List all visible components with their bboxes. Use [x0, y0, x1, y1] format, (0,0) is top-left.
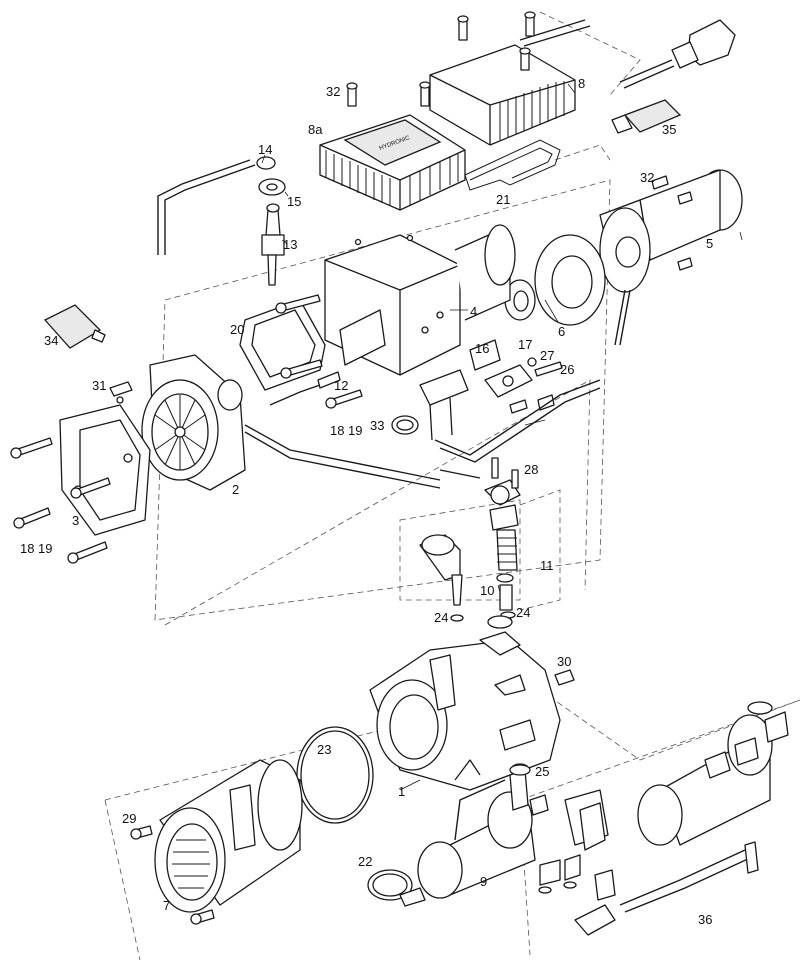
glow-pin — [261, 203, 285, 286]
flange-gasket — [504, 234, 606, 326]
label-18-cover: 18 — [20, 541, 34, 556]
label-13: 13 — [283, 237, 297, 252]
label-8: 8 — [578, 76, 585, 91]
label-26: 26 — [560, 362, 574, 377]
label-29: 29 — [122, 811, 136, 826]
fuel-nozzle — [419, 534, 464, 622]
label-36: 36 — [698, 912, 712, 927]
control-unit-finned: HYDRONIC — [319, 114, 466, 211]
paste-tube-left — [43, 304, 106, 349]
label-7: 7 — [163, 898, 170, 913]
pump-kit — [538, 701, 789, 936]
label-23: 23 — [317, 742, 331, 757]
cable-lug — [157, 156, 276, 255]
label-4: 4 — [470, 304, 477, 319]
label-10: 10 — [480, 583, 494, 598]
label-20: 20 — [230, 322, 244, 337]
hose-clamp-small — [391, 415, 419, 435]
combustion-tube — [154, 759, 303, 913]
hose-clamp — [367, 869, 426, 907]
retaining-clip — [554, 669, 575, 686]
flame-sensor — [419, 339, 501, 441]
blower-cover — [59, 404, 151, 536]
label-9: 9 — [480, 874, 487, 889]
label-30: 30 — [557, 654, 571, 669]
label-15: 15 — [287, 194, 301, 209]
label-27: 27 — [540, 348, 554, 363]
sealing-ring — [296, 726, 374, 824]
label-3: 3 — [72, 513, 79, 528]
label-16: 16 — [475, 341, 489, 356]
label-25: 25 — [535, 764, 549, 779]
cover-screws — [10, 437, 111, 564]
label-35: 35 — [662, 122, 676, 137]
leader-lines — [261, 83, 743, 791]
paste-tube-right — [611, 99, 682, 134]
label-2: 2 — [232, 482, 239, 497]
label-5: 5 — [706, 236, 713, 251]
label-17: 17 — [518, 337, 532, 352]
label-14: 14 — [258, 142, 272, 157]
fuel-lines — [269, 379, 601, 479]
label-22: 22 — [358, 854, 372, 869]
heat-exchanger — [369, 615, 561, 791]
plug-connector — [619, 19, 736, 89]
label-8a: 8a — [308, 122, 323, 137]
label-34: 34 — [44, 333, 58, 348]
label-11: 11 — [540, 558, 554, 573]
part-labels: 1 2 3 4 5 6 7 8 8a 9 10 11 12 13 14 15 1… — [20, 76, 713, 927]
control-unit-housing — [429, 19, 591, 146]
label-24-left: 24 — [434, 610, 448, 625]
label-32-top: 32 — [326, 84, 340, 99]
label-31: 31 — [92, 378, 106, 393]
housing-screws — [275, 294, 363, 409]
screw-set-top — [346, 11, 536, 107]
o-ring-25 — [509, 764, 531, 776]
clip — [109, 381, 133, 404]
sealing-washer — [258, 178, 286, 196]
label-28: 28 — [524, 462, 538, 477]
label-24-right: 24 — [516, 605, 530, 620]
gasket-frame — [464, 139, 561, 191]
cover-plate — [484, 364, 533, 398]
nozzle-assembly — [484, 457, 521, 619]
label-32-right: 32 — [640, 170, 654, 185]
burner-housing — [324, 224, 516, 376]
label-19-housing: 19 — [348, 423, 362, 438]
label-12: 12 — [334, 378, 348, 393]
label-21: 21 — [496, 192, 510, 207]
label-33: 33 — [370, 418, 384, 433]
combustion-air-blower — [141, 354, 441, 491]
circulation-pump — [417, 763, 549, 899]
tube-screws — [130, 825, 215, 925]
label-19-cover: 19 — [38, 541, 52, 556]
blower-motor — [599, 169, 743, 346]
label-18-housing: 18 — [330, 423, 344, 438]
label-6: 6 — [558, 324, 565, 339]
label-1: 1 — [398, 784, 405, 799]
